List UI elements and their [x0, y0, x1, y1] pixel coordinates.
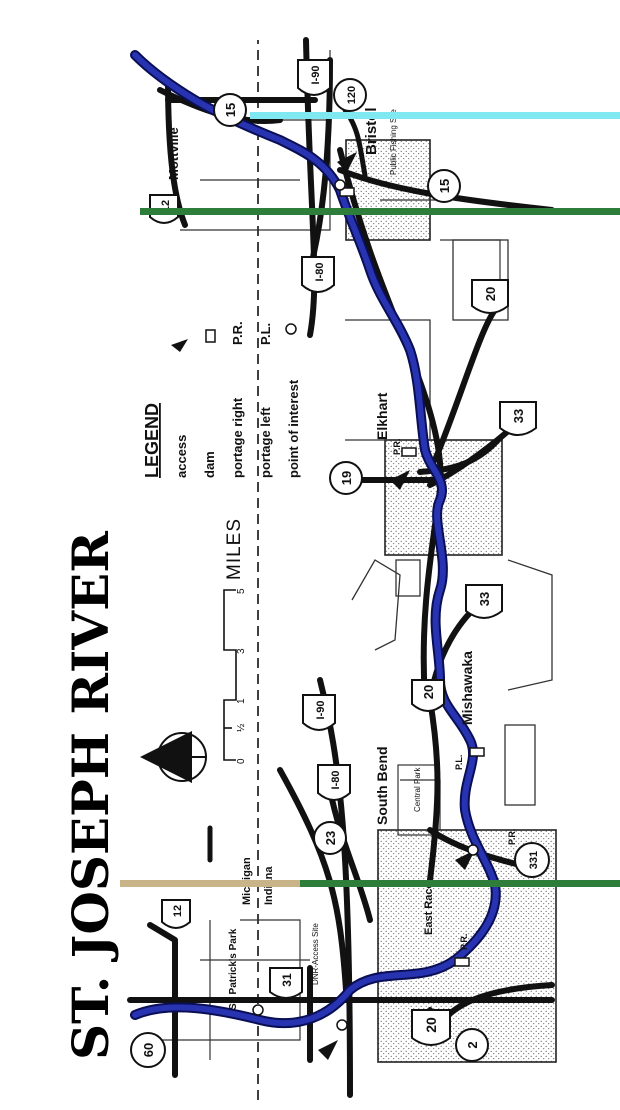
scale-tick-5: 5	[236, 588, 247, 594]
st-joseph-river	[130, 50, 501, 1029]
route-shield: 20	[471, 279, 509, 314]
dam-icon	[401, 447, 417, 457]
place-bristol: Bristol	[363, 107, 380, 155]
route-shield: I-90	[297, 59, 331, 96]
portage-mark: P.R.	[459, 934, 469, 950]
scale-tick-3: 3	[236, 648, 247, 654]
svg-text:15: 15	[223, 103, 238, 117]
legend-item-portage-right: portage right	[230, 397, 245, 478]
svg-text:12: 12	[172, 905, 184, 917]
svg-text:31: 31	[280, 973, 294, 987]
svg-text:33: 33	[477, 592, 492, 606]
route-shield: 60	[130, 1032, 166, 1068]
svg-text:15: 15	[437, 179, 452, 193]
route-shield: 15	[427, 169, 461, 203]
scan-artifacts	[120, 112, 620, 887]
svg-text:120: 120	[346, 86, 358, 104]
route-shield: 2	[455, 1028, 489, 1062]
place-south-bend: South Bend	[374, 746, 390, 825]
route-shield: 12	[161, 899, 191, 929]
access-arrow-icon	[390, 470, 410, 490]
place-elkhart: Elkhart	[374, 392, 390, 440]
svg-text:2: 2	[465, 1041, 480, 1048]
dam-icon	[205, 329, 216, 343]
svg-text:60: 60	[141, 1043, 156, 1057]
route-shield: I-80	[301, 256, 335, 293]
route-shield: I-90	[302, 694, 336, 731]
circle-icon	[252, 1004, 264, 1016]
scale-tick-half: ½	[236, 723, 247, 732]
portage-mark: P.R.	[507, 829, 517, 845]
svg-text:I-90: I-90	[315, 701, 327, 720]
scale-bar: 0 ½ 1 3 5 MILES	[223, 518, 247, 764]
route-shield: 20	[411, 1009, 451, 1046]
north-label: N	[175, 752, 190, 761]
svg-text:331: 331	[528, 851, 540, 869]
dam-icon	[469, 747, 485, 757]
route-shield: 33	[465, 584, 503, 619]
circle-icon	[336, 1019, 348, 1031]
legend-item-dam: dam	[202, 451, 217, 478]
dam-icon	[454, 957, 470, 967]
svg-text:20: 20	[421, 685, 436, 699]
place-mottville: Mottville	[166, 127, 181, 180]
arrow-icon	[171, 339, 188, 352]
points-of-interest	[252, 179, 479, 1031]
legend-heading: LEGEND	[142, 403, 162, 478]
circle-icon	[285, 323, 297, 335]
place-dnr: DNR-Access Site	[311, 923, 320, 985]
north-arrow-icon: N	[140, 731, 207, 783]
route-shield: 31	[269, 967, 303, 999]
svg-text:I-90: I-90	[310, 66, 322, 85]
route-shield: 33	[499, 401, 537, 436]
svg-text:20: 20	[423, 1017, 439, 1033]
route-shield: 15	[213, 93, 247, 127]
route-shield: 331	[514, 842, 550, 878]
place-labels: Mottville Bristol Public Fishing Site El…	[166, 107, 475, 1010]
scale-tick-0: 0	[236, 758, 247, 764]
legend-symbol-pl: P.L.	[258, 323, 273, 345]
svg-text:23: 23	[323, 831, 338, 845]
map-title: ST. JOSEPH RIVER	[61, 531, 120, 1060]
legend-item-access: access	[174, 435, 189, 478]
scale-unit: MILES	[224, 518, 245, 580]
legend-item-portage-left: portage left	[258, 407, 273, 478]
route-shield: I-80	[317, 764, 351, 801]
access-arrow-icon	[455, 850, 475, 870]
circle-icon	[467, 844, 479, 856]
legend-item-poi: point of interest	[286, 379, 301, 478]
svg-text:I-80: I-80	[314, 263, 326, 282]
access-arrow-icon	[337, 152, 357, 172]
route-shield: 120	[333, 78, 367, 112]
svg-text:33: 33	[511, 409, 526, 423]
portage-mark: P.L.	[454, 755, 464, 770]
dam-icon	[339, 187, 355, 197]
svg-text:19: 19	[339, 471, 354, 485]
place-central-park: Central Park	[413, 767, 422, 812]
legend-symbol-pr: P.R.	[230, 321, 245, 345]
route-shield: 23	[313, 821, 347, 855]
place-st-patricks: St. Patrick's Park	[228, 928, 239, 1010]
route-shield: 20	[411, 679, 445, 712]
place-bristol-site: Public Fishing Site	[389, 109, 398, 175]
circle-icon	[334, 179, 346, 191]
access-arrow-icon	[318, 1040, 338, 1060]
svg-text:I-80: I-80	[330, 771, 342, 790]
access-points	[318, 152, 475, 1060]
place-east-race: East Race	[423, 882, 435, 935]
legend: LEGEND access dam portage right portage …	[142, 321, 301, 478]
route-shield: 19	[329, 461, 363, 495]
scale-tick-1: 1	[236, 698, 247, 704]
portage-mark: P.R.	[392, 439, 402, 455]
place-mishawaka: Mishawaka	[459, 651, 475, 725]
dams	[339, 187, 485, 967]
portage-marks: P.R. P.R. P.L. P.R.	[392, 439, 517, 950]
svg-text:20: 20	[483, 287, 498, 301]
